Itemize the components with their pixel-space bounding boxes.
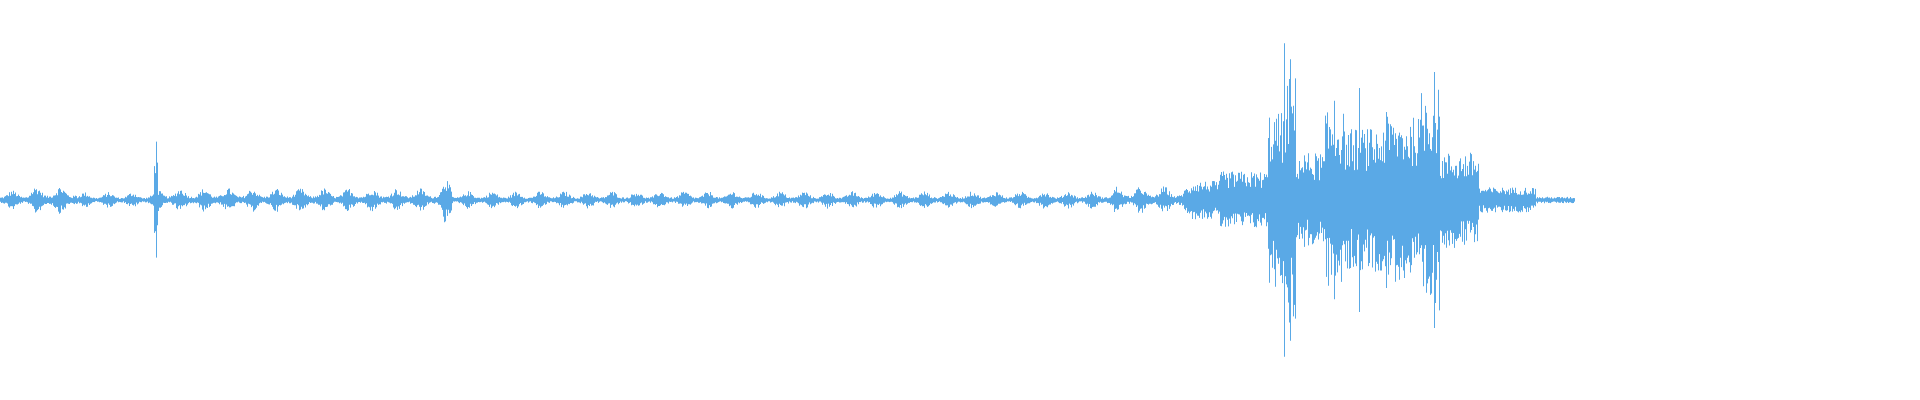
waveform-body [0,78,1575,323]
